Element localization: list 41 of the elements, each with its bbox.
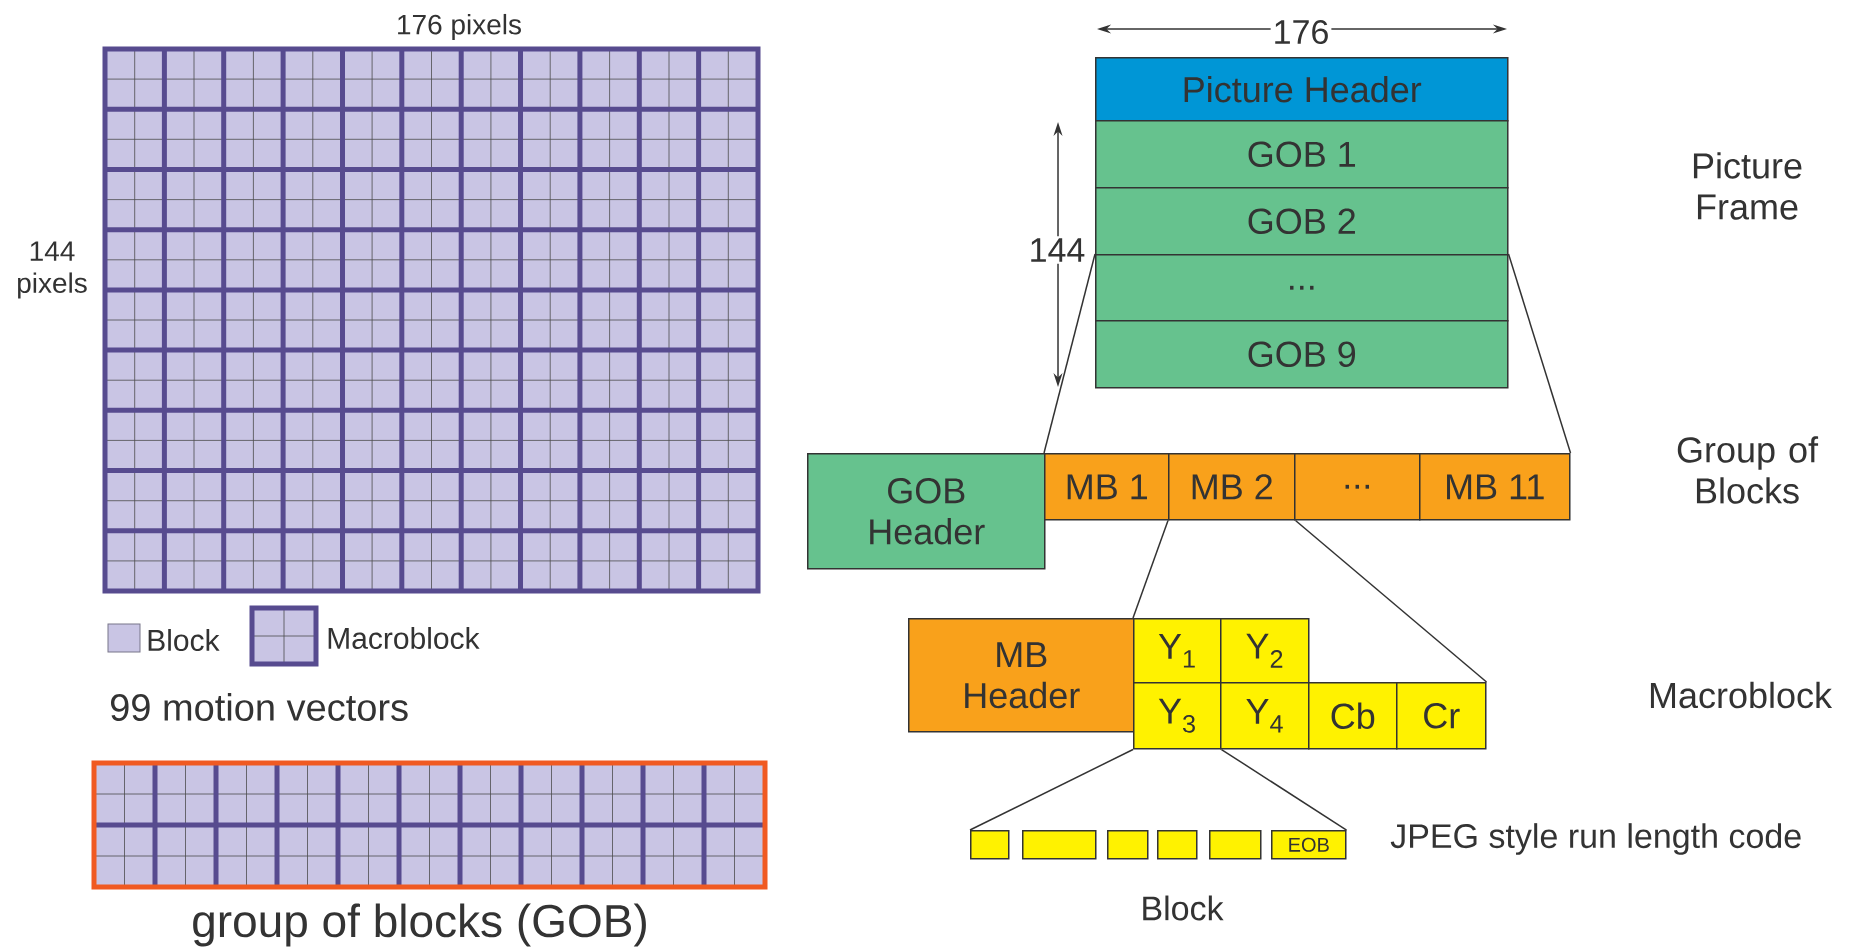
- gob-row: GOB 1: [1095, 120, 1509, 189]
- header-bar: Picture Header: [1095, 57, 1509, 122]
- macroblock-cell: MB 1: [1044, 453, 1170, 521]
- code-segment: [970, 830, 1010, 860]
- gob-row: ...: [1095, 254, 1509, 322]
- level-label: Macroblock: [1650, 681, 1833, 709]
- zoom-line: [969, 748, 1134, 831]
- dimension-label: 176: [1270, 17, 1332, 47]
- block-cell: Y$_{2}$: [1220, 618, 1310, 684]
- dimension-label: 144: [1026, 236, 1088, 264]
- zoom-line: [1132, 519, 1169, 619]
- block-cell: Y$_{1}$: [1133, 618, 1222, 684]
- code-segment: [1107, 830, 1149, 860]
- block-cell: Y$_{4}$: [1220, 682, 1310, 750]
- caption-text: Block: [1143, 895, 1224, 921]
- level-label: Group of Blocks: [1677, 436, 1819, 504]
- axis-label: 144 pixels: [18, 241, 87, 299]
- zoom-line: [1043, 253, 1096, 454]
- legend-text: Block: [148, 629, 220, 652]
- axis-label: 176 pixels: [398, 13, 521, 41]
- code-segment: [1209, 830, 1262, 860]
- macroblock-cell: ...: [1294, 453, 1421, 521]
- zoom-line: [1220, 748, 1348, 831]
- block-cell: Cr: [1396, 682, 1487, 750]
- legend-text: Macroblock: [328, 627, 480, 650]
- zoom-line: [1294, 519, 1488, 683]
- macroblock-cell: MB 2: [1168, 453, 1296, 521]
- gob-row: GOB 9: [1095, 320, 1509, 389]
- level-label: Picture Frame: [1693, 152, 1802, 220]
- code-segment: [1157, 830, 1198, 860]
- level-label: JPEG style run length code: [1390, 823, 1801, 855]
- gob-row: GOB 2: [1095, 187, 1509, 256]
- code-segment: [1022, 830, 1097, 860]
- code-segment: EOB: [1271, 830, 1347, 860]
- macroblock-cell: MB 11: [1419, 453, 1571, 521]
- caption-text: 99 motion vectors: [111, 693, 408, 721]
- block-cell: Cb: [1308, 682, 1398, 750]
- header-box: GOB Header: [807, 453, 1046, 570]
- header-box: MB Header: [908, 618, 1135, 733]
- caption-text: group of blocks (GOB): [193, 903, 646, 947]
- block-cell: Y$_{3}$: [1133, 682, 1222, 750]
